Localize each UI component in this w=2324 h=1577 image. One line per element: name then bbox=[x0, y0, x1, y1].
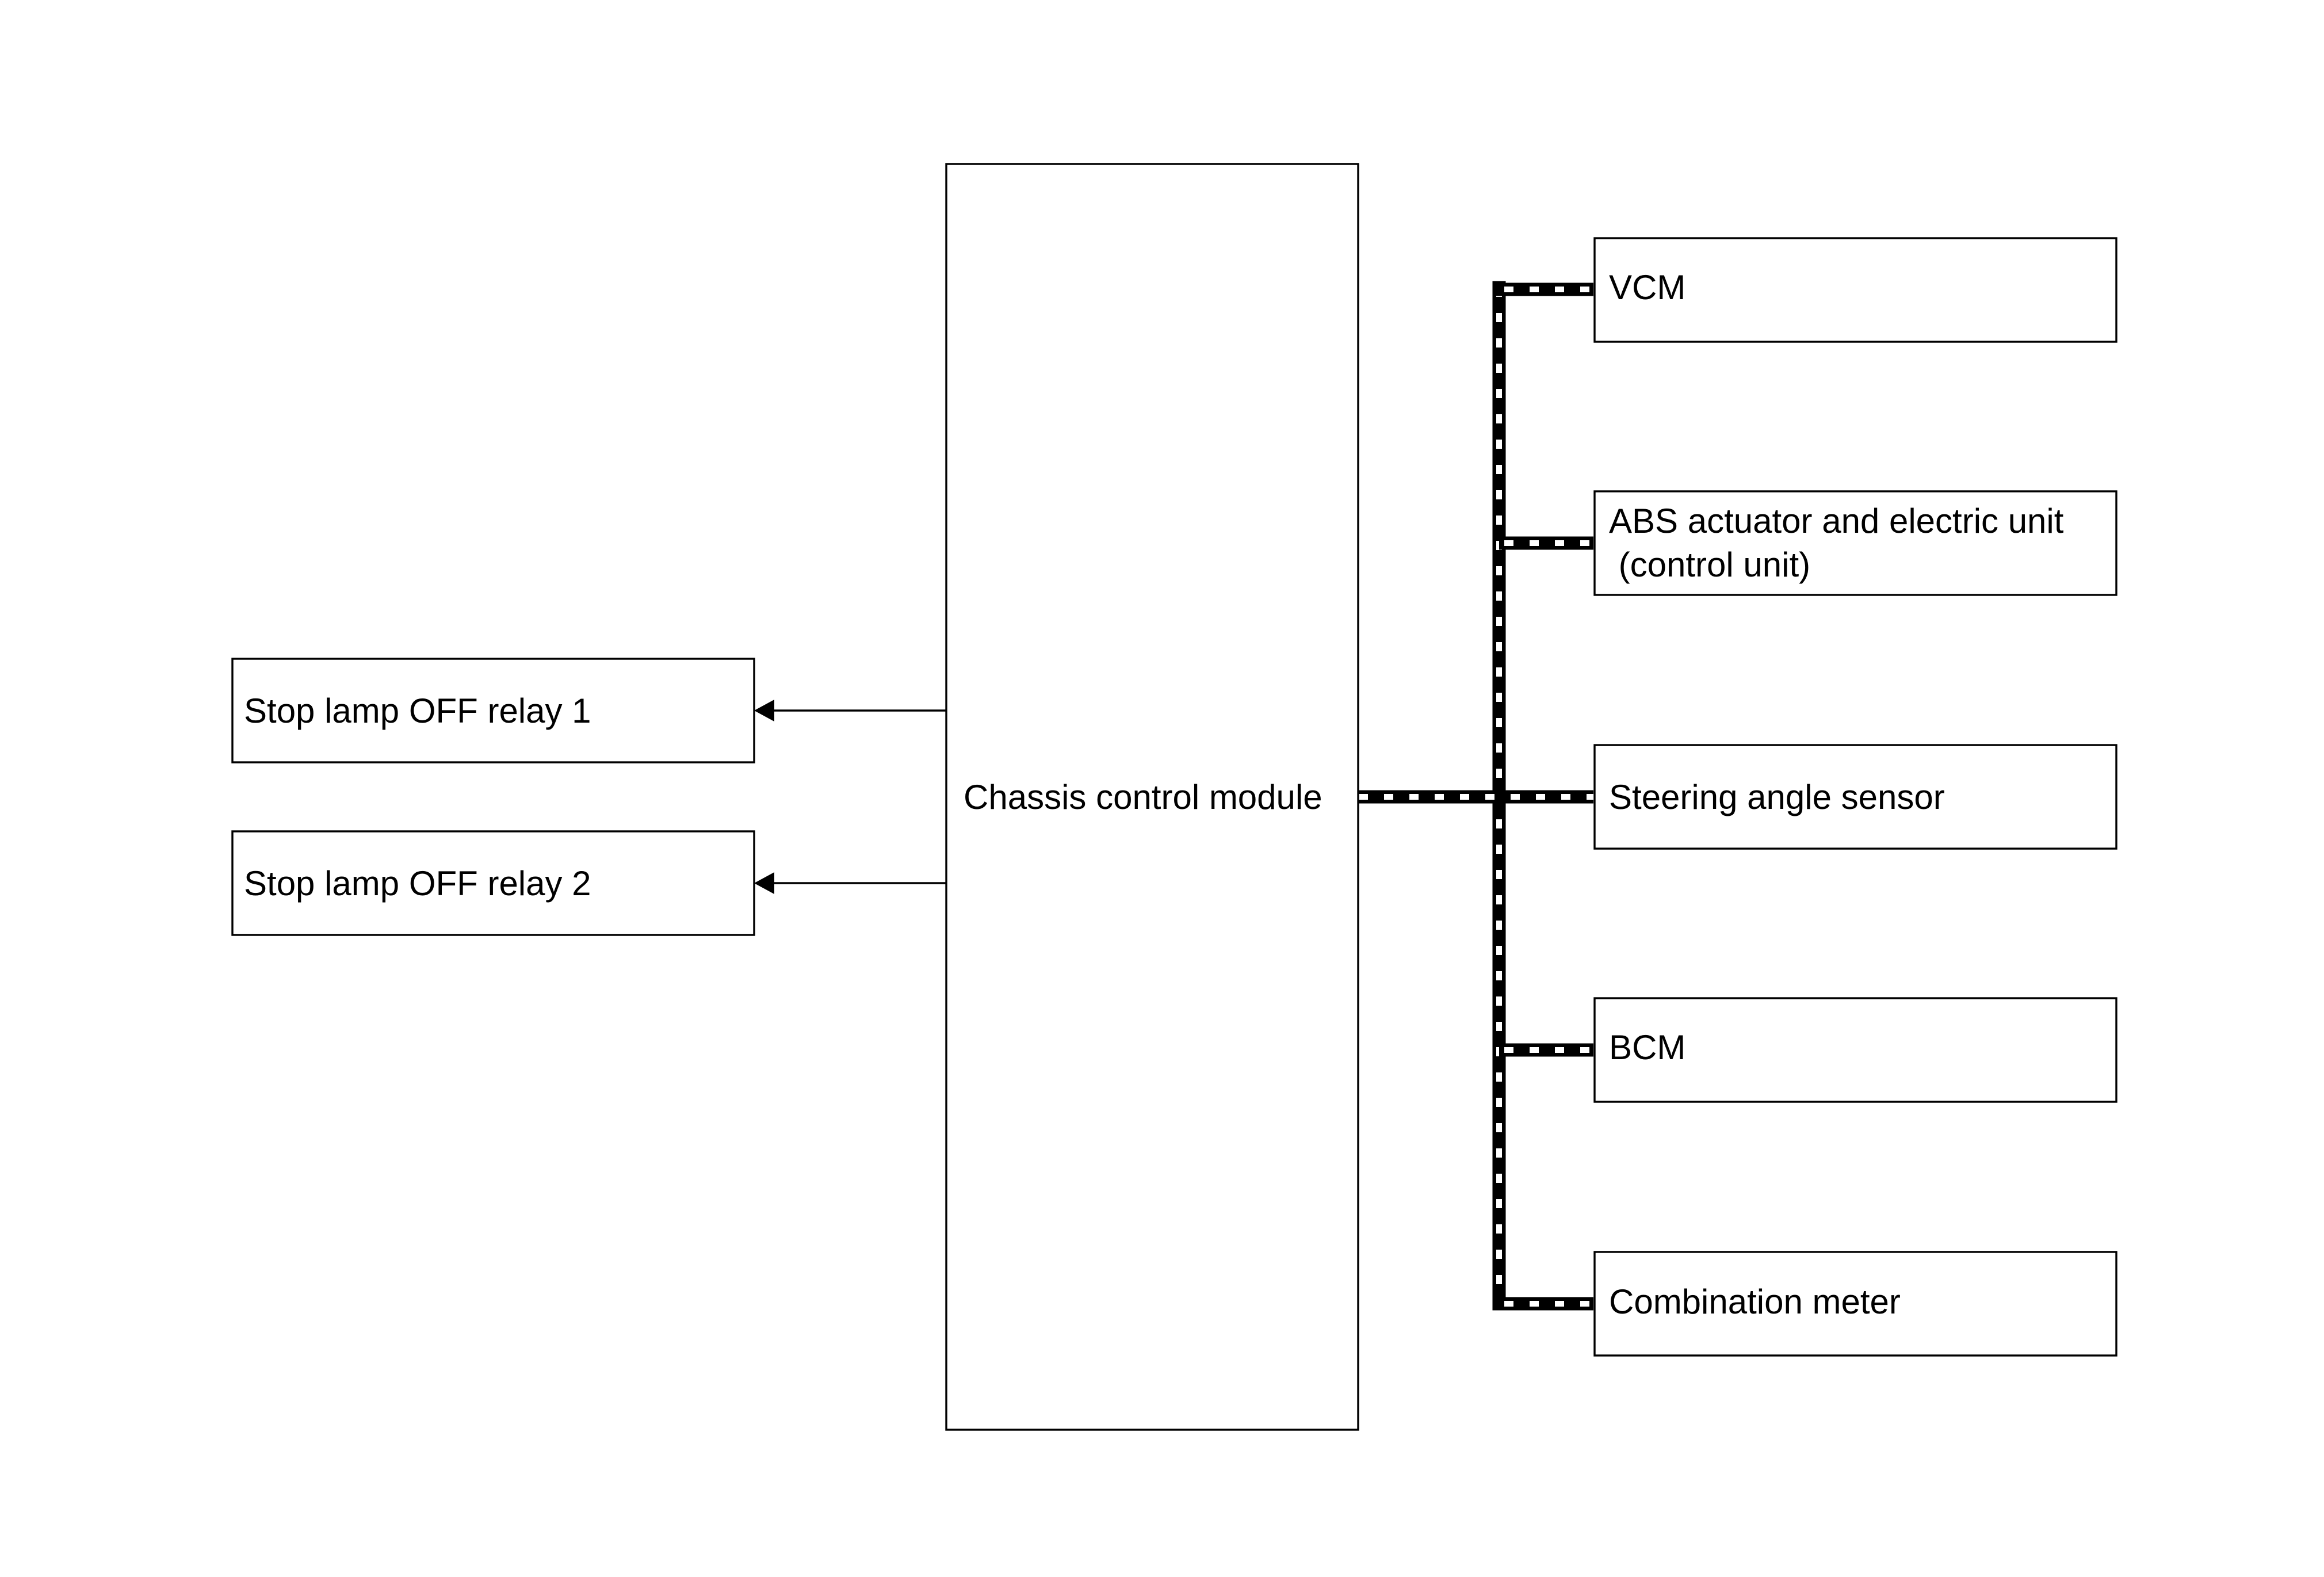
stop-lamp-off-relay-2-label: Stop lamp OFF relay 2 bbox=[244, 864, 591, 903]
chassis-control-module: Chassis control module bbox=[945, 163, 1359, 1431]
can-node-combination-meter: Combination meter bbox=[1593, 1251, 2117, 1357]
can-node-vcm: VCM bbox=[1593, 237, 2117, 343]
can-node-bcm-label: BCM bbox=[1609, 1028, 1685, 1067]
can-node-bcm: BCM bbox=[1593, 997, 2117, 1103]
arrow-head-icon bbox=[754, 872, 774, 894]
can-node-vcm-label: VCM bbox=[1609, 268, 1685, 307]
can-node-steering-angle-sensor-label: Steering angle sensor bbox=[1609, 778, 1945, 816]
relay-1-signal-arrow bbox=[754, 700, 946, 721]
can-node-steering-angle-sensor: Steering angle sensor bbox=[1593, 744, 2117, 850]
can-node-combination-meter-label: Combination meter bbox=[1609, 1282, 1901, 1321]
chassis-control-module-label: Chassis control module bbox=[964, 778, 1322, 816]
stop-lamp-off-relay-1: Stop lamp OFF relay 1 bbox=[231, 658, 755, 763]
stop-lamp-off-relay-2: Stop lamp OFF relay 2 bbox=[231, 830, 755, 936]
can-node-abs-actuator-label-line-1: ABS actuator and electric unit bbox=[1609, 502, 2064, 540]
can-bus bbox=[1359, 281, 1593, 1311]
relay-2-signal-arrow bbox=[754, 872, 946, 894]
arrow-head-icon bbox=[754, 700, 774, 721]
stop-lamp-off-relay-1-label: Stop lamp OFF relay 1 bbox=[244, 692, 591, 730]
can-node-abs-actuator: ABS actuator and electric unit (control … bbox=[1593, 490, 2117, 596]
can-node-abs-actuator-label-line-2: (control unit) bbox=[1609, 545, 1810, 584]
